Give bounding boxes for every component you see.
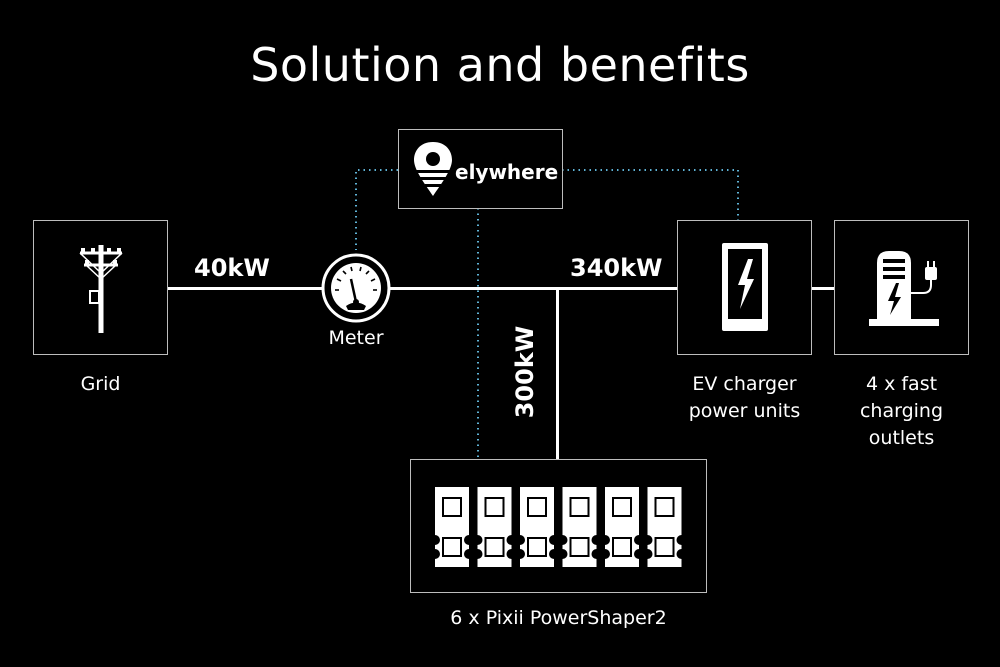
- meter-label: Meter: [328, 327, 384, 349]
- outlets-label-line1: 4 x fast: [865, 373, 938, 395]
- wire-grid-meter: [168, 287, 324, 290]
- battery-module-icon: [430, 487, 474, 567]
- brand-name: elywhere: [455, 160, 559, 184]
- grid-box: [33, 220, 168, 355]
- charger-units-label: EV charger power units: [662, 371, 827, 425]
- outlets-label: 4 x fast charging outlets: [834, 371, 969, 452]
- battery-box: [410, 459, 707, 593]
- dotted-link-meter: [355, 169, 398, 250]
- page-title: Solution and benefits: [250, 38, 750, 92]
- battery-module-icon: [557, 487, 602, 567]
- flow-label-grid-meter: 40kW: [194, 254, 270, 282]
- elywhere-box: elywhere: [398, 129, 563, 209]
- charger-units-label-line2: power units: [688, 400, 801, 422]
- wire-meter-chargers: [388, 287, 678, 290]
- flow-label-from-battery: 300kW: [511, 325, 539, 419]
- utility-pole-icon: [79, 245, 123, 333]
- battery-module-icon: [472, 487, 517, 567]
- wire-chargers-outlets: [811, 287, 835, 290]
- outlets-box: [834, 220, 969, 355]
- battery-module-icon: [600, 487, 644, 567]
- charger-units-label-line1: EV charger: [692, 373, 797, 395]
- wire-battery-bus: [556, 287, 559, 460]
- outlets-label-line3: outlets: [868, 427, 935, 449]
- charger-units-box: [677, 220, 812, 355]
- battery-module-icon: [642, 487, 687, 567]
- outlets-label-line2: charging: [859, 400, 944, 422]
- flow-label-to-chargers: 340kW: [570, 254, 663, 282]
- grid-label: Grid: [80, 373, 121, 395]
- battery-module-icon: [515, 487, 559, 567]
- battery-label: 6 x Pixii PowerShaper2: [450, 607, 667, 629]
- location-pin-logo-icon: [414, 142, 452, 196]
- lightning-cabinet-icon: [722, 243, 768, 331]
- ev-charging-station-icon: [869, 251, 939, 326]
- battery-modules: [430, 487, 687, 567]
- dotted-link-chargers: [562, 169, 739, 220]
